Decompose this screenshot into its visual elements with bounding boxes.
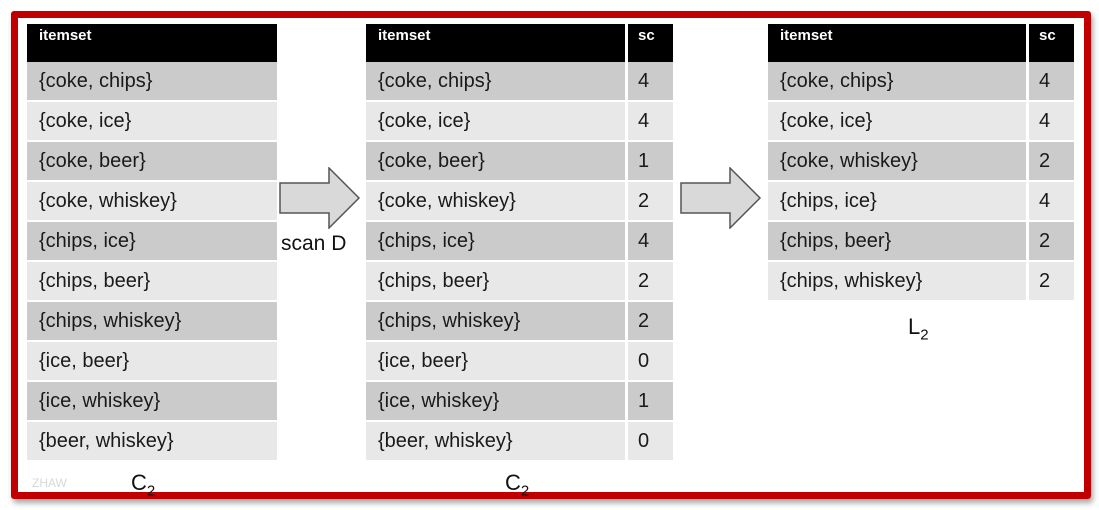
table-row: {ice, whiskey}1	[366, 382, 673, 422]
sc-cell: 4	[1026, 102, 1074, 142]
l2-caption: L2	[908, 314, 929, 343]
itemset-cell: {coke, whiskey}	[768, 142, 1026, 182]
itemset-cell: {coke, beer}	[27, 142, 277, 182]
table-row: {chips, whiskey}2	[768, 262, 1074, 302]
table-row: {ice, beer}0	[366, 342, 673, 382]
sc-cell: 0	[625, 342, 673, 382]
table-row: {chips, ice}	[27, 222, 277, 262]
table-row: {coke, ice}4	[366, 102, 673, 142]
scan-label: scan D	[281, 232, 347, 255]
table-row: {coke, whiskey}	[27, 182, 277, 222]
itemset-cell: {ice, beer}	[27, 342, 277, 382]
itemset-cell: {coke, whiskey}	[366, 182, 625, 222]
sc-cell: 2	[1026, 262, 1074, 302]
watermark: ZHAW	[32, 476, 67, 490]
caption-sub: 2	[146, 482, 156, 500]
caption-main: C	[505, 470, 521, 495]
table-row: {ice, beer}	[27, 342, 277, 382]
itemset-cell: {chips, ice}	[366, 222, 625, 262]
caption-sub: 2	[920, 326, 929, 344]
table-row: {chips, whiskey}	[27, 302, 277, 342]
itemset-cell: {ice, whiskey}	[366, 382, 625, 422]
sc-header: sc	[625, 24, 673, 62]
table-row: {chips, beer}	[27, 262, 277, 302]
itemset-cell: {ice, whiskey}	[27, 382, 277, 422]
sc-cell: 4	[1026, 62, 1074, 102]
sc-cell: 0	[625, 422, 673, 462]
sc-cell: 4	[625, 222, 673, 262]
table-row: {chips, beer}2	[768, 222, 1074, 262]
scan-arrow-icon	[279, 167, 361, 229]
itemset-cell: {coke, whiskey}	[27, 182, 277, 222]
itemset-cell: {chips, whiskey}	[366, 302, 625, 342]
table-row: {coke, chips}	[27, 62, 277, 102]
itemset-cell: {beer, whiskey}	[27, 422, 277, 462]
sc-cell: 1	[625, 382, 673, 422]
itemset-cell: {coke, chips}	[366, 62, 625, 102]
filter-arrow-icon	[680, 167, 762, 229]
itemset-cell: {chips, beer}	[27, 262, 277, 302]
c2-candidates-table: itemset{coke, chips}{coke, ice}{coke, be…	[27, 24, 277, 462]
caption-main: L	[908, 314, 921, 339]
c2-left-caption: C2	[131, 470, 155, 499]
itemset-cell: {coke, ice}	[27, 102, 277, 142]
itemset-cell: {chips, beer}	[768, 222, 1026, 262]
sc-cell: 2	[625, 302, 673, 342]
table-row: {coke, ice}	[27, 102, 277, 142]
itemset-cell: {coke, ice}	[768, 102, 1026, 142]
itemset-cell: {chips, ice}	[768, 182, 1026, 222]
caption-main: C	[131, 470, 147, 495]
sc-header: sc	[1026, 24, 1074, 62]
table-row: {coke, chips}4	[768, 62, 1074, 102]
c2-mid-caption: C2	[505, 470, 529, 499]
table-row: {beer, whiskey}0	[366, 422, 673, 462]
sc-cell: 4	[1026, 182, 1074, 222]
caption-sub: 2	[520, 482, 530, 500]
header-row: itemset	[27, 24, 277, 62]
sc-cell: 2	[625, 182, 673, 222]
itemset-cell: {coke, chips}	[768, 62, 1026, 102]
table-row: {coke, beer}	[27, 142, 277, 182]
sc-cell: 1	[625, 142, 673, 182]
slide-frame	[11, 11, 1091, 499]
itemset-header: itemset	[768, 24, 1026, 62]
itemset-cell: {beer, whiskey}	[366, 422, 625, 462]
itemset-cell: {coke, beer}	[366, 142, 625, 182]
itemset-cell: {chips, beer}	[366, 262, 625, 302]
table-row: {chips, ice}4	[366, 222, 673, 262]
table-row: {chips, beer}2	[366, 262, 673, 302]
itemset-cell: {chips, whiskey}	[768, 262, 1026, 302]
table-row: {coke, whiskey}2	[366, 182, 673, 222]
table-row: {coke, whiskey}2	[768, 142, 1074, 182]
itemset-cell: {coke, chips}	[27, 62, 277, 102]
table-row: {coke, chips}4	[366, 62, 673, 102]
sc-cell: 4	[625, 102, 673, 142]
table-row: {beer, whiskey}	[27, 422, 277, 462]
itemset-header: itemset	[366, 24, 625, 62]
itemset-cell: {coke, ice}	[366, 102, 625, 142]
sc-cell: 2	[1026, 222, 1074, 262]
table-row: {coke, beer}1	[366, 142, 673, 182]
itemset-header: itemset	[27, 24, 277, 62]
table-row: {chips, whiskey}2	[366, 302, 673, 342]
table-row: {chips, ice}4	[768, 182, 1074, 222]
itemset-cell: {chips, ice}	[27, 222, 277, 262]
sc-cell: 2	[1026, 142, 1074, 182]
table-row: {coke, ice}4	[768, 102, 1074, 142]
table-row: {ice, whiskey}	[27, 382, 277, 422]
sc-cell: 4	[625, 62, 673, 102]
sc-cell: 2	[625, 262, 673, 302]
itemset-cell: {chips, whiskey}	[27, 302, 277, 342]
itemset-cell: {ice, beer}	[366, 342, 625, 382]
